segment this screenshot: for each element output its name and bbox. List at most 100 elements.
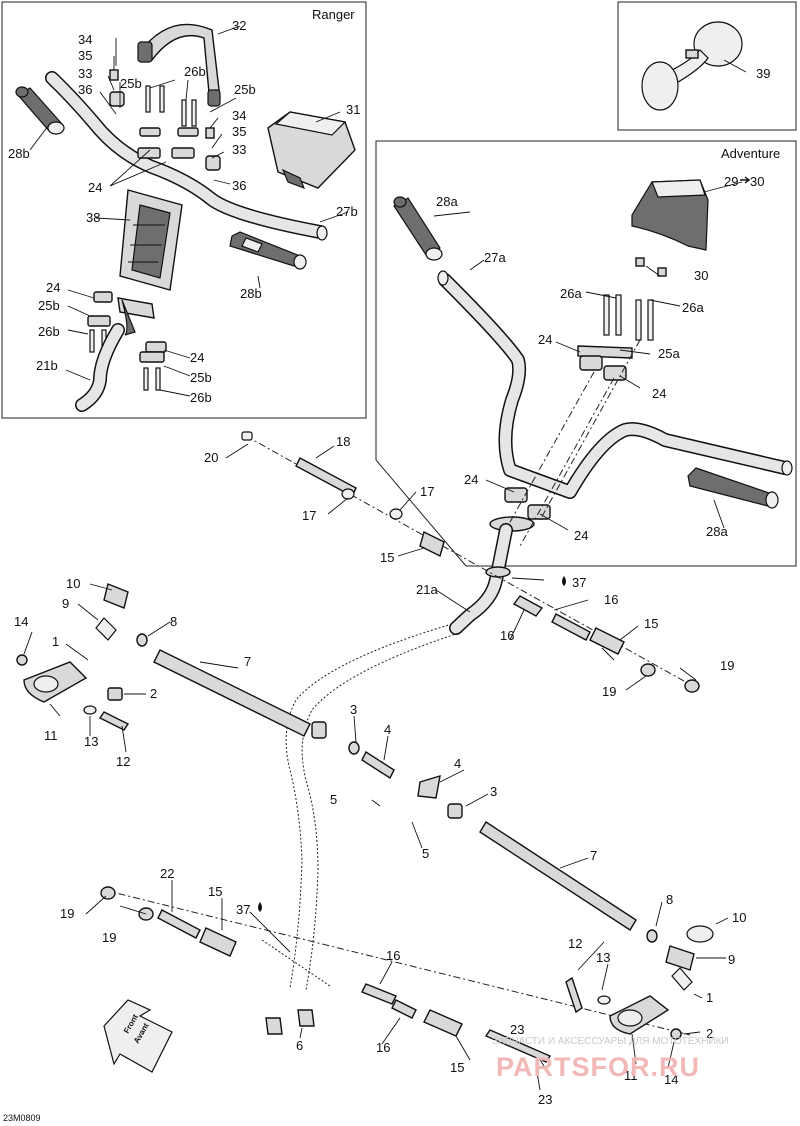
callout-3: 3 [490, 784, 497, 799]
ranger-handlebar-pad [267, 111, 356, 190]
right-steering-arm [417, 775, 714, 1040]
callout-14: 14 [664, 1072, 678, 1087]
callout-24: 24 [464, 472, 478, 487]
ranger-handlebar-strap [137, 23, 221, 107]
callout-24: 24 [46, 280, 60, 295]
callout-38: 38 [86, 210, 100, 225]
callout-1: 1 [706, 990, 713, 1005]
callout-26a: 26a [682, 300, 704, 315]
callout-15: 15 [208, 884, 222, 899]
callout-19: 19 [102, 930, 116, 945]
callout-26b: 26b [184, 64, 206, 79]
callout-19: 19 [720, 658, 734, 673]
callout-36: 36 [232, 178, 246, 193]
leader-lines [23, 25, 747, 1091]
callout-33: 33 [232, 142, 246, 157]
horn [641, 21, 743, 111]
callout-23: 23 [538, 1092, 552, 1107]
callout-7: 7 [244, 654, 251, 669]
callout-20: 20 [204, 450, 218, 465]
watermark: ЗАПЧАСТИ И АКСЕССУАРЫ ДЛЯ МОТОТЕХНИКИ PA… [492, 1036, 729, 1082]
part-callouts: 32 34 35 33 36 25b 26b 25b 31 34 35 33 3… [8, 18, 770, 1107]
callout-6: 6 [296, 1038, 303, 1053]
callout-34: 34 [78, 32, 92, 47]
callout-15: 15 [644, 616, 658, 631]
watermark-tagline: ЗАПЧАСТИ И АКСЕССУАРЫ ДЛЯ МОТОТЕХНИКИ [492, 1036, 729, 1047]
adventure-inset-frame: Adventure [375, 140, 797, 567]
arrow-right-icon [740, 176, 751, 184]
callout-13: 13 [84, 734, 98, 749]
callout-19: 19 [602, 684, 616, 699]
callout-28b: 28b [240, 286, 262, 301]
callout-24: 24 [652, 386, 666, 401]
callout-11: 11 [624, 1068, 638, 1083]
callout-25b: 25b [38, 298, 60, 313]
callout-26a: 26a [560, 286, 582, 301]
callout-24: 24 [190, 350, 204, 365]
adventure-title: Adventure [721, 146, 780, 161]
callout-15: 15 [450, 1060, 464, 1075]
callout-26b: 26b [38, 324, 60, 339]
callout-33: 33 [78, 66, 92, 81]
tie-rod-lower [100, 886, 691, 1063]
callout-23: 23 [510, 1022, 524, 1037]
callout-5: 5 [330, 792, 337, 807]
callout-10: 10 [66, 576, 80, 591]
callout-19: 19 [60, 906, 74, 921]
callout-8: 8 [666, 892, 673, 907]
ranger-handlebar [45, 71, 328, 241]
callout-2: 2 [706, 1026, 713, 1041]
adventure-steering-column [449, 339, 641, 635]
callout-36: 36 [78, 82, 92, 97]
callout-27a: 27a [484, 250, 506, 265]
ranger-grip-left [15, 86, 65, 135]
oil-drop-icon [562, 576, 566, 586]
callout-34: 34 [232, 108, 246, 123]
callout-25b: 25b [120, 76, 142, 91]
callout-37: 37 [236, 902, 250, 917]
callout-12: 12 [568, 936, 582, 951]
callout-4: 4 [454, 756, 461, 771]
adventure-handlebar [437, 270, 793, 499]
callout-24: 24 [88, 180, 102, 195]
horn-inset-frame [617, 1, 797, 131]
callout-16: 16 [376, 1040, 390, 1055]
front-direction-arrow: Front Avant [103, 999, 173, 1073]
ranger-riser [117, 189, 183, 336]
callout-22: 22 [160, 866, 174, 881]
callout-13: 13 [596, 950, 610, 965]
adventure-handlebar-pad [631, 179, 709, 277]
callout-17: 17 [302, 508, 316, 523]
callout-30: 30 [750, 174, 764, 189]
oil-drop-icon [258, 902, 262, 912]
callout-28b: 28b [8, 146, 30, 161]
callout-12: 12 [116, 754, 130, 769]
callout-17: 17 [420, 484, 434, 499]
callout-37: 37 [572, 575, 586, 590]
callout-28a: 28a [436, 194, 458, 209]
callout-31: 31 [346, 102, 360, 117]
adventure-grip-left [393, 196, 443, 261]
callout-24: 24 [574, 528, 588, 543]
callout-35: 35 [78, 48, 92, 63]
callout-2: 2 [150, 686, 157, 701]
callout-29: 29 [724, 174, 738, 189]
callout-27b: 27b [336, 204, 358, 219]
callout-30: 30 [694, 268, 708, 283]
callout-5: 5 [422, 846, 429, 861]
callout-10: 10 [732, 910, 746, 925]
left-steering-arm [16, 583, 395, 780]
ranger-title: Ranger [312, 7, 355, 22]
callout-25a: 25a [658, 346, 680, 361]
callout-7: 7 [590, 848, 597, 863]
callout-16: 16 [500, 628, 514, 643]
callout-32: 32 [232, 18, 246, 33]
callout-15: 15 [380, 550, 394, 565]
callout-21a: 21a [416, 582, 438, 597]
adventure-grip-right [687, 467, 779, 509]
callout-14: 14 [14, 614, 28, 629]
watermark-brand: PARTSFOR.RU [496, 1052, 700, 1082]
callout-24: 24 [538, 332, 552, 347]
callout-16: 16 [604, 592, 618, 607]
